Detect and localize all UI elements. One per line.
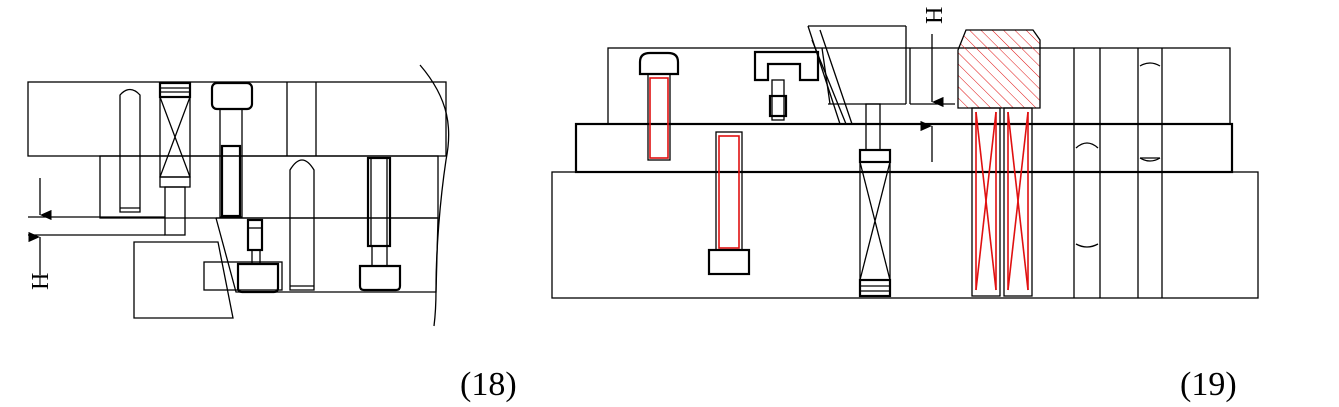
fig18-socket-screw [210, 81, 254, 111]
fig19-bottom-plate [551, 171, 1259, 299]
fig18-caption: (18) [460, 366, 517, 403]
fig18-pin-slot [289, 159, 315, 291]
fig19-red-cap-screw [638, 51, 680, 76]
fig18-ejector-pin [158, 81, 192, 99]
fig19-guide-columns [1073, 48, 1163, 298]
fig19-middle-plate [574, 122, 1234, 174]
fig18-small-pin [246, 218, 264, 252]
fig19-caption: (19) [1180, 366, 1237, 403]
figure-19-mold-section: H [551, 7, 1259, 299]
fig19-ejector-pin [865, 103, 881, 151]
fig19-wedge-guide [807, 25, 907, 125]
fig18-slide-block [133, 241, 234, 319]
fig19-top-plate [607, 47, 1231, 125]
fig19-red-ejector-pins [971, 107, 1033, 297]
fig19-red-bolt [715, 131, 743, 251]
fig19-hook-clamp [753, 50, 820, 82]
fig18-dimension-label: H [28, 273, 54, 290]
fig19-hatched-insert [957, 29, 1041, 109]
fig18-top-plate [27, 81, 447, 157]
figure-18-mold-section: H [27, 64, 450, 327]
fig18-break-line [419, 64, 450, 327]
fig18-guide-slot [119, 88, 141, 213]
fig19-dimension-label: H [922, 7, 948, 24]
fig18-lower-block [215, 217, 439, 293]
